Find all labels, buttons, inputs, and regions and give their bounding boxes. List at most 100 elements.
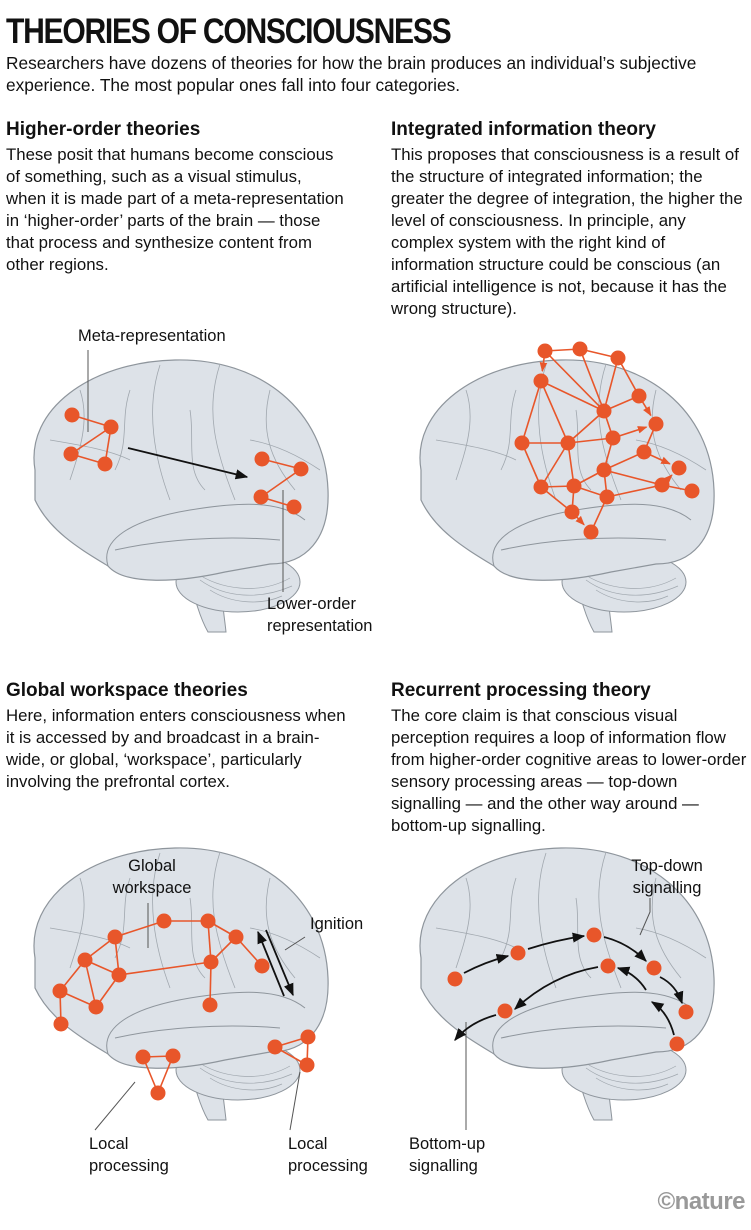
integrated-information-node (684, 483, 700, 499)
integrated-information-node (537, 343, 553, 359)
local-processing-left-node (135, 1049, 151, 1065)
integrated-information-node (654, 477, 670, 493)
top-down-arrow (659, 976, 684, 1005)
meta-representation-node (63, 446, 79, 462)
global-workspace-node (77, 952, 93, 968)
leader-line (94, 1081, 136, 1131)
integrated-information-node (572, 341, 588, 357)
lower-order-node (253, 489, 269, 505)
integrated-information-node (605, 430, 621, 446)
integrated-information-link (540, 380, 569, 444)
label-local-processing-right: Local processing (288, 1135, 368, 1175)
integrated-information-link (603, 469, 663, 486)
recurrent-node (678, 1004, 694, 1020)
section-body-higher-order: These posit that humans become conscious… (6, 145, 344, 274)
section-heading-recurrent: Recurrent processing theory (391, 680, 651, 701)
integrated-information-node (564, 504, 580, 520)
global-workspace-node (202, 997, 218, 1013)
lower-order-link (260, 468, 302, 498)
top-down-arrow (527, 932, 586, 950)
label-bottom-up: Bottom-up signalling (409, 1135, 486, 1175)
integrated-information-node (533, 479, 549, 495)
page-subtitle: Researchers have dozens of theories for … (6, 53, 697, 95)
section-body-recurrent: The core claim is that conscious visual … (391, 706, 747, 835)
global-workspace-node (203, 954, 219, 970)
global-workspace-link (84, 959, 97, 1008)
global-workspace-node (88, 999, 104, 1015)
integrated-information-node (596, 462, 612, 478)
bottom-up-arrow (514, 966, 599, 1010)
global-workspace-node (156, 913, 172, 929)
bottom-up-arrow (454, 1014, 497, 1041)
recurrent-node (600, 958, 616, 974)
label-meta-representation: Meta-representation (78, 327, 226, 345)
recurrent-node (669, 1036, 685, 1052)
label-top-down: Top-down signalling (631, 857, 703, 897)
label-lower-order: Lower-order representation (267, 595, 373, 635)
integrated-information-link (540, 442, 569, 488)
section-heading-global-workspace: Global workspace theories (6, 680, 248, 701)
section-body-iit: This proposes that consciousness is a re… (391, 145, 743, 318)
leader-line (639, 898, 651, 936)
integrated-information-node (560, 435, 576, 451)
integrated-information-link (603, 357, 619, 412)
leader-line (284, 936, 306, 951)
local-processing-left-node (165, 1048, 181, 1064)
meta-representation-link (70, 426, 112, 455)
integrated-information-node (566, 478, 582, 494)
recurrent-node (447, 971, 463, 987)
integrated-information-node (671, 460, 687, 476)
global-workspace-node (111, 967, 127, 983)
section-heading-iit: Integrated information theory (391, 119, 656, 140)
local-processing-right-node (300, 1029, 316, 1045)
integrated-information-node (599, 489, 615, 505)
section-heading-higher-order: Higher-order theories (6, 119, 201, 140)
global-workspace-node (53, 1016, 69, 1032)
lower-order-node (286, 499, 302, 515)
recurrent-node (586, 927, 602, 943)
global-workspace-node (107, 929, 123, 945)
integrated-information-node (514, 435, 530, 451)
integrated-information-link (579, 348, 605, 412)
label-local-processing-left: Local processing (89, 1135, 169, 1175)
integrated-information-node (583, 524, 599, 540)
leader-line (289, 1071, 301, 1131)
integrated-information-node (610, 350, 626, 366)
global-workspace-node (52, 983, 68, 999)
integrated-information-node (533, 373, 549, 389)
local-processing-right-node (267, 1039, 283, 1055)
local-processing-right-node (299, 1057, 315, 1073)
global-workspace-link (114, 920, 165, 938)
recurrent-node (497, 1003, 513, 1019)
label-ignition: Ignition (310, 915, 364, 933)
top-down-arrow (603, 936, 647, 962)
global-workspace-link (118, 961, 212, 976)
bottom-up-arrow (616, 966, 647, 991)
ignition-arrow-down (265, 929, 294, 997)
integrated-information-link (606, 484, 663, 498)
recurrent-node (510, 945, 526, 961)
meta-representation-node (103, 419, 119, 435)
global-workspace-node (254, 958, 270, 974)
integrated-information-node (648, 416, 664, 432)
label-global-workspace: Global workspace (112, 857, 192, 897)
integrated-information-link (544, 350, 605, 412)
global-workspace-node (228, 929, 244, 945)
integrated-information-link (521, 380, 542, 444)
global-workspace-node (200, 913, 216, 929)
meta-representation-node (97, 456, 113, 472)
page-title: THEORIES OF CONSCIOUSNESS (6, 12, 452, 51)
integrated-information-link (521, 442, 542, 488)
local-processing-left-node (150, 1085, 166, 1101)
ignition-arrow-up (257, 930, 285, 997)
recurrent-node (646, 960, 662, 976)
integrated-information-node (636, 444, 652, 460)
meta-representation-node (64, 407, 80, 423)
integrated-information-link (567, 437, 614, 444)
lower-order-node (293, 461, 309, 477)
integrated-information-link (540, 380, 605, 412)
top-down-arrow (463, 953, 510, 974)
integrated-information-link (567, 410, 605, 444)
